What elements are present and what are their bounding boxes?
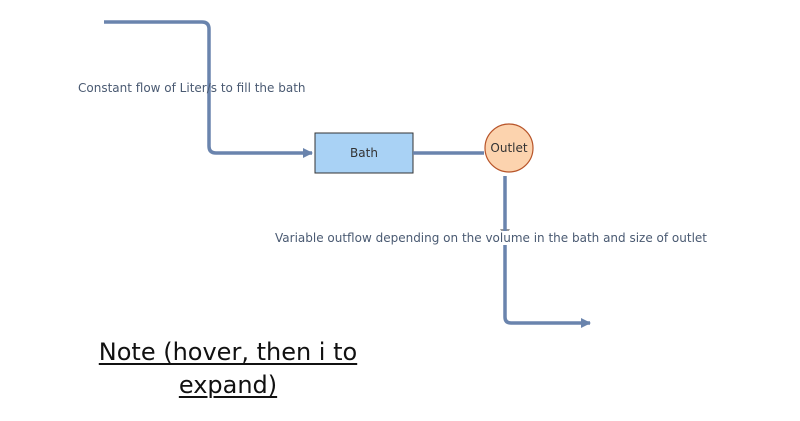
bath-label: Bath [350, 146, 378, 160]
note-link[interactable]: Note (hover, then i to expand) [98, 338, 358, 399]
inflow-label: Constant flow of Liter/s to fill the bat… [78, 81, 306, 95]
outlet-label: Outlet [490, 141, 528, 155]
inflow-arrow[interactable] [104, 20, 313, 158]
outflow-label: Variable outflow depending on the volume… [274, 231, 708, 245]
outflow-arrow[interactable] [503, 176, 591, 328]
outlet-valve[interactable] [484, 123, 534, 173]
